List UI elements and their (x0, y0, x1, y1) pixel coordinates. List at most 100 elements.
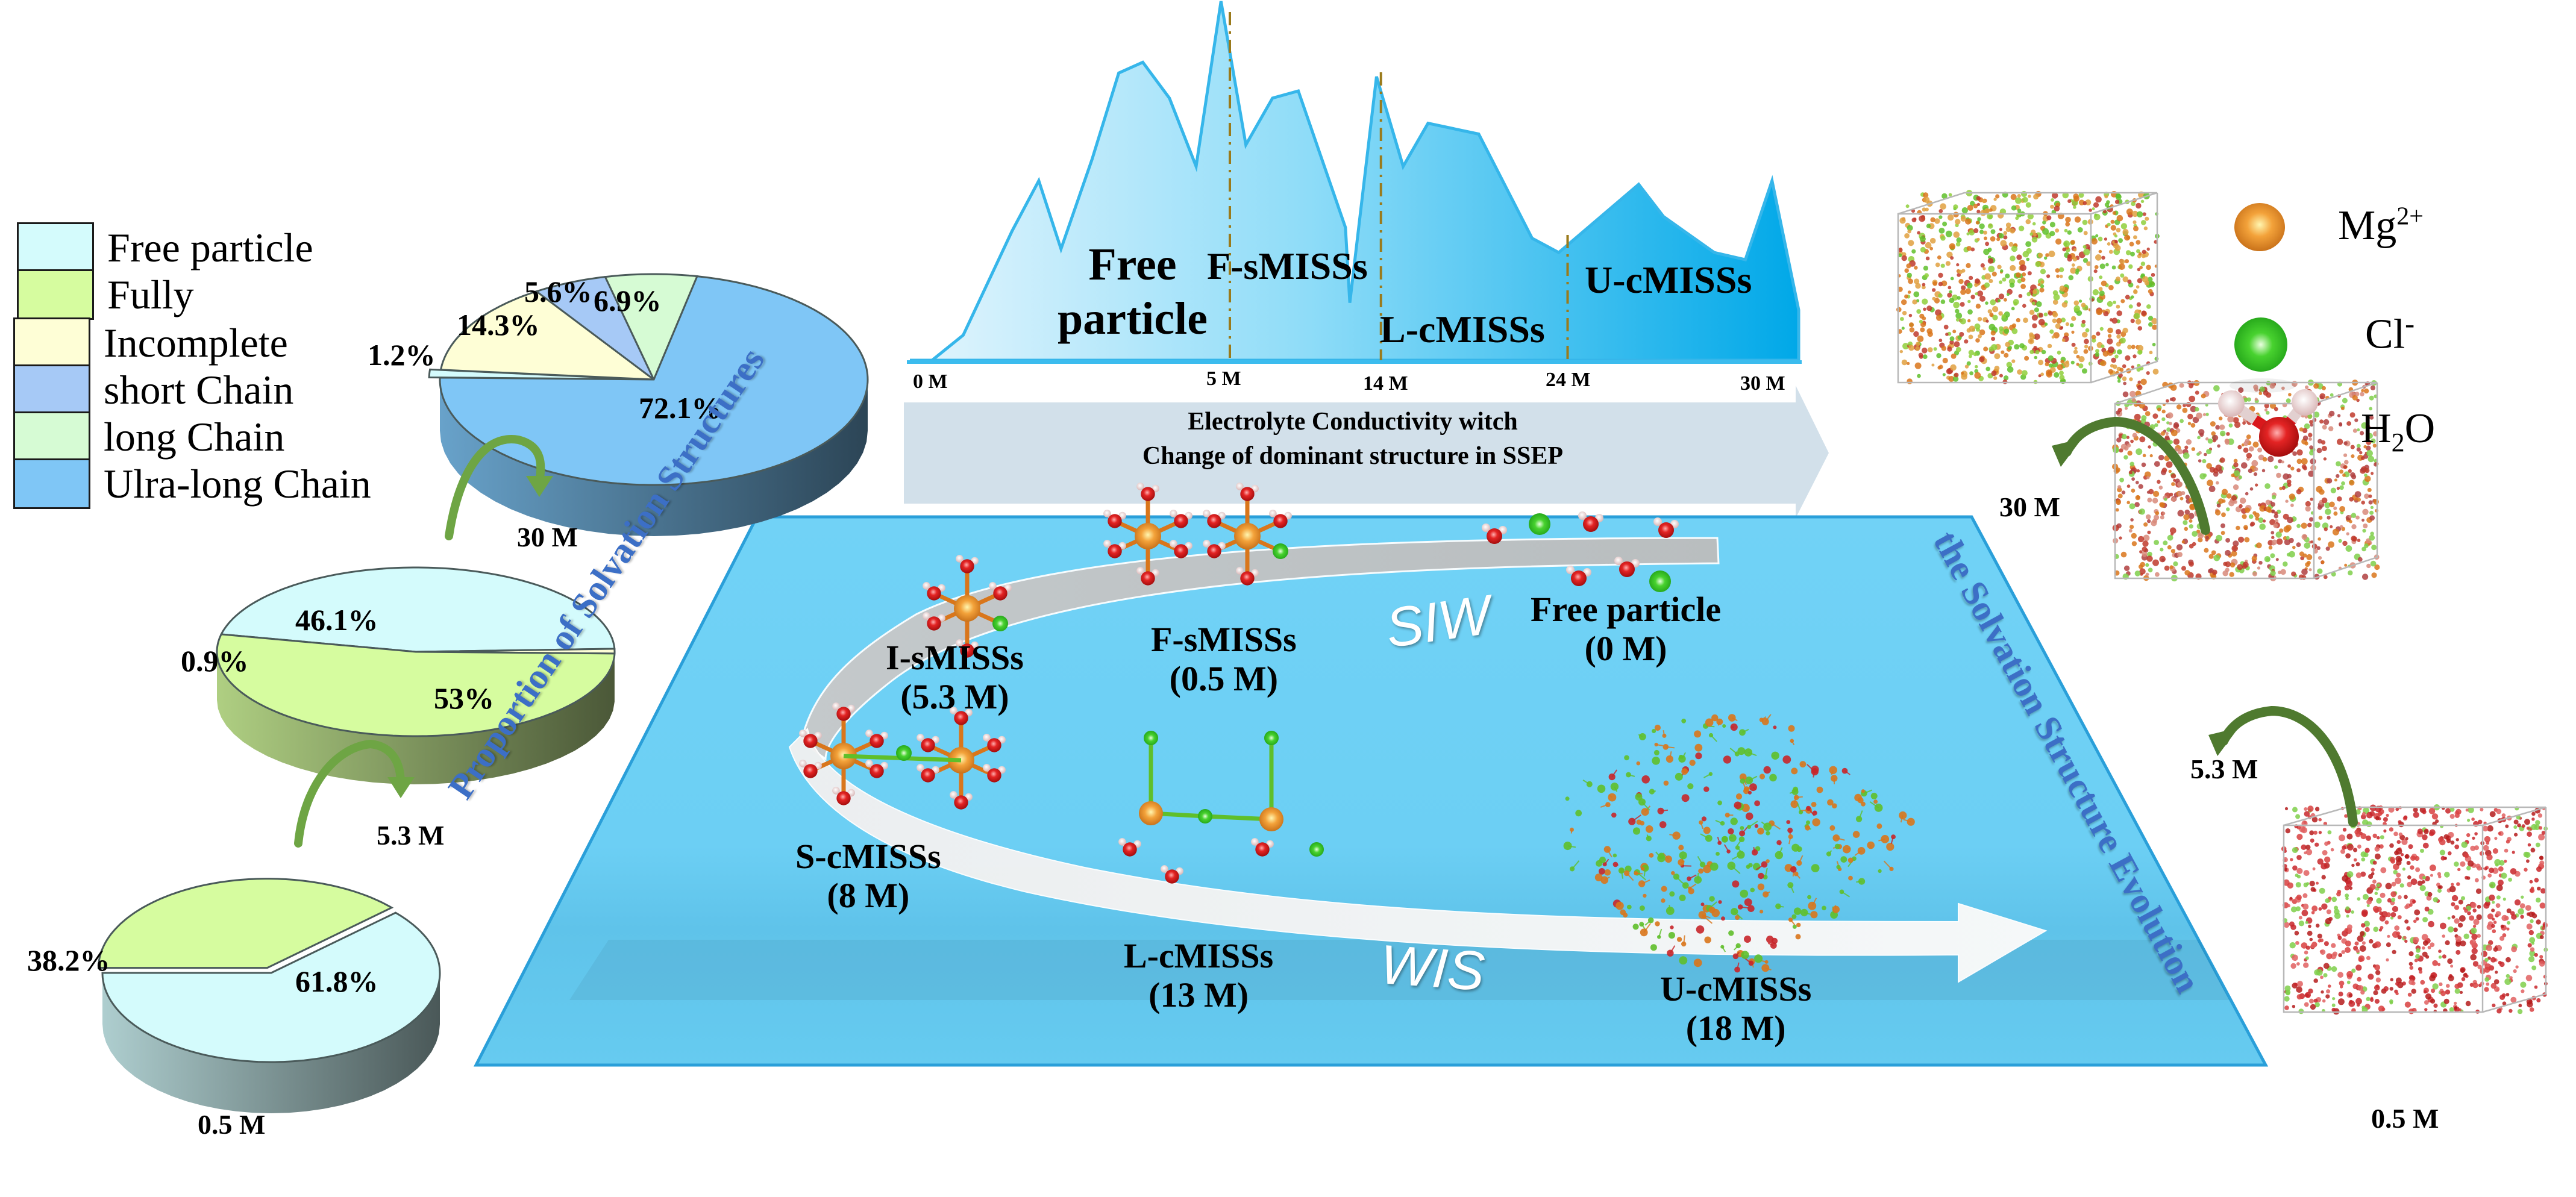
curved-arrow-icon (294, 739, 405, 848)
pie-30m-label-ultra-long: 72.1% (639, 391, 722, 425)
molecular-structures (799, 483, 1915, 973)
structure-concentration: (13 M) (1149, 975, 1249, 1014)
legend-item-short-chain: short Chain (13, 363, 293, 416)
arrowhead-icon (2208, 728, 2239, 756)
o-atom (1174, 544, 1188, 558)
cl-atom (1529, 513, 1550, 535)
h-atom (1236, 567, 1244, 575)
o-atom (1174, 514, 1188, 528)
conductivity-banner-arrow (904, 386, 1829, 518)
curved-arrow-icon (2062, 416, 2210, 535)
structure-free-particle: Free particle (0 M) (1531, 590, 1721, 669)
h-atom (1251, 838, 1259, 846)
h-atom (1203, 540, 1211, 548)
pie-slice-side (102, 973, 440, 1113)
chart-tick-30m: 30 M (1740, 372, 1785, 395)
structure-s-cmisss: S-cMISSs (8 M) (795, 837, 941, 916)
pie-slice-fully (97, 878, 394, 969)
h-atom (865, 730, 873, 737)
legend-swatch (13, 411, 90, 462)
h-atom (1170, 510, 1177, 517)
legend-label: Fully (107, 272, 194, 317)
h-atom (1578, 511, 1587, 520)
structure-u-cmisss: U-cMISSs (18 M) (1660, 969, 1812, 1048)
banner-line-1: Electrolyte Conductivity witch (1188, 408, 1518, 436)
legend-label: short Chain (104, 367, 294, 413)
sim-box-label-30m: 30 M (1999, 492, 2060, 522)
conductivity-banner-text: Electrolyte Conductivity witch Change of… (904, 405, 1802, 473)
h-atom (1236, 483, 1244, 490)
species-label-cl: Cl- (2365, 307, 2415, 358)
chart-region-l-cmisss: L-cMISSs (1380, 308, 1545, 351)
chart-tick-5m: 5 M (1206, 367, 1241, 390)
h-atom (1653, 517, 1662, 526)
h-atom (917, 764, 924, 772)
wis-arrow (788, 728, 2048, 983)
structure-name: Free particle (1531, 590, 1722, 629)
legend-label: long Chain (104, 414, 285, 460)
pie-slice-side (440, 380, 868, 536)
o-atom (954, 795, 968, 810)
structure-name: L-cMISSs (1124, 936, 1274, 975)
o-atom (1583, 516, 1599, 532)
pie-transition-arrows (294, 435, 545, 848)
curved-arrow-icon (2219, 705, 2358, 827)
pie-0m5-concentration: 0.5 M (198, 1109, 266, 1140)
o-atom (1619, 561, 1635, 577)
pie-30M (428, 273, 869, 536)
h-atom (1103, 540, 1111, 548)
legend-swatch (13, 364, 90, 415)
pie-slice-ulra-long-chain (439, 275, 869, 486)
structure-name: S-cMISSs (795, 837, 941, 876)
arrowhead-icon (387, 777, 415, 798)
cl-atom (992, 616, 1008, 631)
h-atom (923, 612, 930, 620)
legend-swatch (13, 317, 90, 368)
structure-i-smisss: I-sMISSs (5.3 M) (886, 638, 1024, 717)
mg-atom (1234, 523, 1261, 549)
structure-concentration: (18 M) (1685, 1008, 1786, 1048)
h-atom (799, 730, 807, 737)
h-atom (956, 555, 964, 563)
o-atom (954, 711, 968, 725)
structure-name: U-cMISSs (1660, 969, 1812, 1008)
chart-tick-24m: 24 M (1546, 369, 1591, 391)
o-atom (1658, 522, 1674, 538)
legend-item-incomplete: Incomplete (13, 316, 288, 369)
species-symbol: Cl (2365, 311, 2405, 358)
cl-atom (1309, 842, 1324, 857)
o-atom (1108, 544, 1122, 558)
h-atom (832, 787, 840, 795)
species-symbol-tail: O (2404, 405, 2436, 452)
pie-slice-free-particle (101, 911, 441, 1063)
o-atom (836, 791, 851, 805)
structure-name: I-sMISSs (886, 638, 1024, 677)
pie-30m-label-free: 1.2% (368, 338, 436, 372)
conductivity-area (910, 1, 1800, 362)
o-atom (960, 643, 974, 658)
o-atom (870, 764, 884, 778)
structure-f-smisss: F-sMISSs (0.5 M) (1151, 620, 1297, 699)
legend-label: Incomplete (104, 320, 288, 366)
h-atom (1118, 838, 1126, 846)
o-atom (803, 764, 818, 778)
pie-0m5-label-fully: 38.2% (27, 943, 110, 977)
arrowhead-icon (2052, 439, 2082, 467)
chart-region-u-cmisss: U-cMISSs (1585, 258, 1752, 301)
pie-slice-incomplete (439, 290, 657, 381)
pie-slice-fully (216, 633, 616, 737)
h-atom (950, 707, 957, 714)
h-atom (1161, 865, 1168, 873)
o-atom (1273, 514, 1288, 528)
mg-atom (1135, 523, 1161, 549)
species-label-mg: Mg2+ (2338, 202, 2424, 250)
o-atom (993, 586, 1008, 601)
o-atom (1240, 487, 1255, 501)
cl-ion-icon (2234, 317, 2287, 372)
o-atom (987, 768, 1001, 783)
h-atom (1482, 523, 1490, 532)
pie-slice-free-particle (219, 566, 616, 653)
species-label-water: H2O (2361, 405, 2435, 458)
h-atom (865, 760, 873, 767)
